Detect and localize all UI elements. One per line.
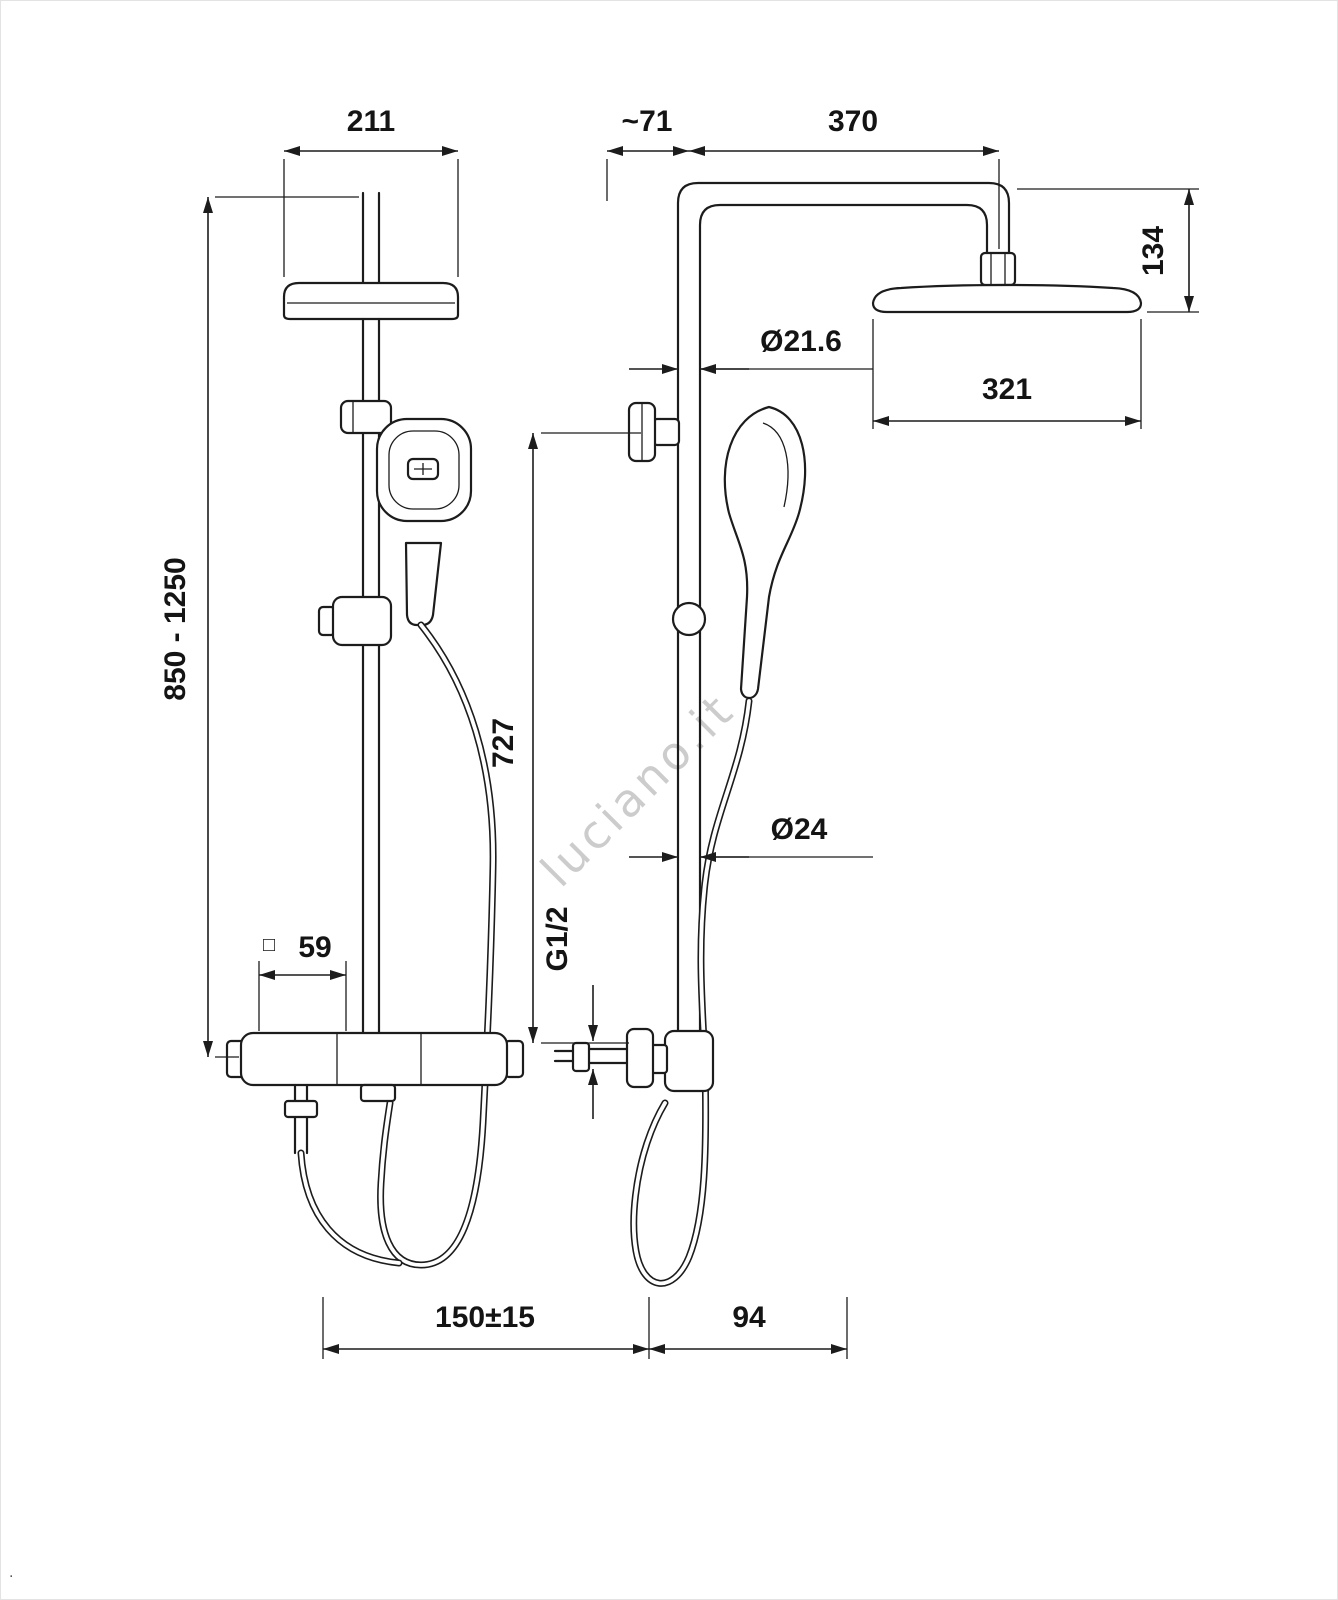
front-inlet-pipes (283, 1083, 403, 1267)
dim-arm-reach: 370 (689, 105, 1000, 249)
front-view (225, 191, 525, 1269)
dim-rail-length-label: 727 (487, 718, 520, 768)
side-riser-inner (698, 203, 989, 1058)
side-riser-outer (676, 181, 1011, 1058)
side-hose (630, 697, 753, 1287)
dim-rail-diameter: Ø24 (629, 813, 873, 862)
dim-rail-length: 727 (487, 432, 641, 1044)
side-hand-shower (723, 405, 807, 700)
watermark-text: luciano.it (530, 682, 745, 897)
corner-dot: . (9, 1564, 13, 1581)
dim-head-length: 321 (872, 319, 1142, 429)
dim-body-depth: □ 59 (258, 931, 347, 1031)
dim-head-length-label: 321 (982, 373, 1032, 406)
dim-head-width-label: 211 (347, 105, 395, 138)
front-mixer-body (225, 1031, 525, 1103)
dim-hose-offset: 94 (649, 1297, 848, 1359)
dim-wall-offset-label: ~71 (622, 105, 673, 138)
dim-height-range-label: 850 - 1250 (159, 557, 192, 700)
front-overhead-shower (282, 281, 460, 321)
front-upper-bracket (339, 399, 393, 435)
front-hose (377, 621, 497, 1269)
dimensions: 211 ~71 370 134 Ø21.6 (159, 105, 1199, 1359)
side-head-connector (979, 251, 1017, 287)
front-hand-shower-holder (317, 595, 393, 647)
dim-riser-diameter: Ø21.6 (629, 325, 873, 374)
side-bottom-junction (553, 1027, 715, 1093)
dim-body-depth-label: 59 (298, 931, 331, 964)
side-slider-knob (671, 601, 707, 637)
dim-head-drop: 134 (1017, 188, 1199, 313)
dim-arm-reach-label: 370 (828, 105, 878, 138)
dim-wall-offset: ~71 (606, 105, 689, 201)
front-hand-shower (375, 417, 473, 627)
dim-height-range: 850 - 1250 (159, 196, 359, 1058)
dim-head-width: 211 (283, 105, 459, 277)
dim-hose-offset-label: 94 (732, 1301, 766, 1334)
dim-body-depth-square: □ (263, 934, 275, 956)
dim-rail-diameter-label: Ø24 (771, 813, 828, 846)
dim-inlet-thread: G1/2 (541, 906, 598, 1119)
dim-inlet-spacing-label: 150±15 (435, 1301, 535, 1334)
dim-riser-diameter-label: Ø21.6 (760, 325, 842, 358)
side-view (553, 181, 1143, 1287)
dim-head-drop-label: 134 (1137, 226, 1170, 276)
dim-inlet-spacing: 150±15 (322, 1297, 650, 1359)
side-overhead-shower (871, 283, 1143, 314)
dim-inlet-thread-label: G1/2 (541, 906, 574, 971)
side-top-wall-flange (627, 401, 681, 463)
